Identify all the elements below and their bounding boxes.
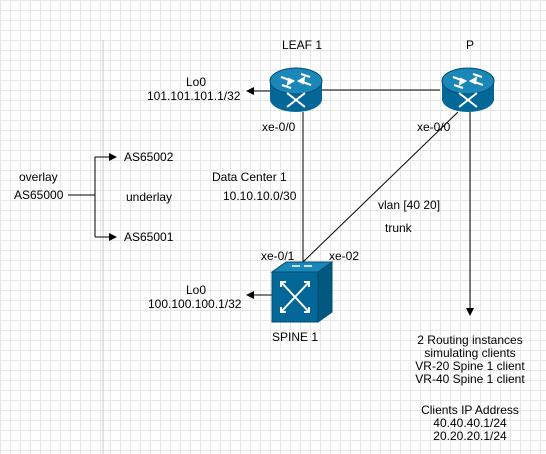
overlay-as: AS65000 (14, 188, 64, 202)
leaf1-port: xe-0/0 (262, 120, 296, 134)
overlay-label: overlay (19, 170, 58, 184)
underlay-label: underlay (126, 190, 173, 204)
link-subnet: 10.10.10.0/30 (223, 189, 297, 203)
clients-ip-note: Clients IP Address 40.40.40.1/24 20.20.2… (408, 404, 532, 443)
vlan-label: vlan [40 20] (378, 198, 441, 212)
spine1-port-2: xe-02 (329, 249, 360, 263)
ip-line: 40.40.40.1/24 (433, 416, 507, 430)
as-upper: AS65002 (124, 150, 174, 164)
leaf1-loopback-ip: 101.101.101.1/32 (147, 89, 241, 103)
leaf1-loopback-label: Lo0 (186, 75, 207, 89)
spine1-name: SPINE 1 (271, 330, 319, 344)
link-p-spine1 (302, 111, 459, 263)
as-lower: AS65001 (124, 230, 174, 244)
link-name: Data Center 1 (212, 170, 287, 184)
note-line: VR-40 Spine 1 client (415, 372, 525, 386)
note-line: 2 Routing instances (417, 333, 523, 347)
router-icon (441, 67, 495, 112)
note-line: VR-20 Spine 1 client (415, 359, 525, 373)
p-name: P (465, 38, 474, 52)
spine1-loopback-ip: 100.100.100.1/32 (148, 297, 242, 311)
router-icon (269, 67, 323, 112)
spine1-loopback-label: Lo0 (186, 283, 207, 297)
routing-instances-note: 2 Routing instances simulating clients V… (408, 334, 532, 386)
as-bracket (68, 153, 117, 241)
ip-title: Clients IP Address (421, 403, 519, 417)
leaf1-name: LEAF 1 (281, 38, 323, 52)
ip-line: 20.20.20.1/24 (433, 429, 507, 443)
spine1-port-1: xe-0/1 (261, 249, 295, 263)
switch-icon (270, 261, 334, 323)
trunk-label: trunk (385, 221, 412, 235)
p-port: xe-0/0 (417, 120, 451, 134)
note-line: simulating clients (424, 346, 516, 360)
